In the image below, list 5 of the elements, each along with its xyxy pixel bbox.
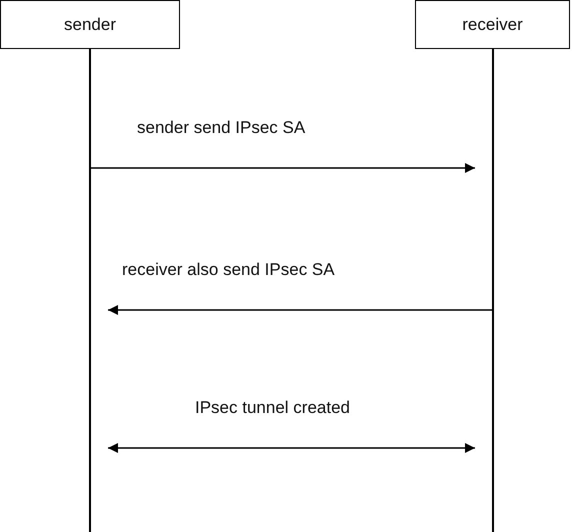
participant-box: sender — [0, 0, 180, 49]
message-arrow — [90, 163, 475, 173]
participant-box: receiver — [415, 0, 570, 49]
message-arrow — [108, 305, 493, 315]
message-arrow — [108, 443, 475, 453]
